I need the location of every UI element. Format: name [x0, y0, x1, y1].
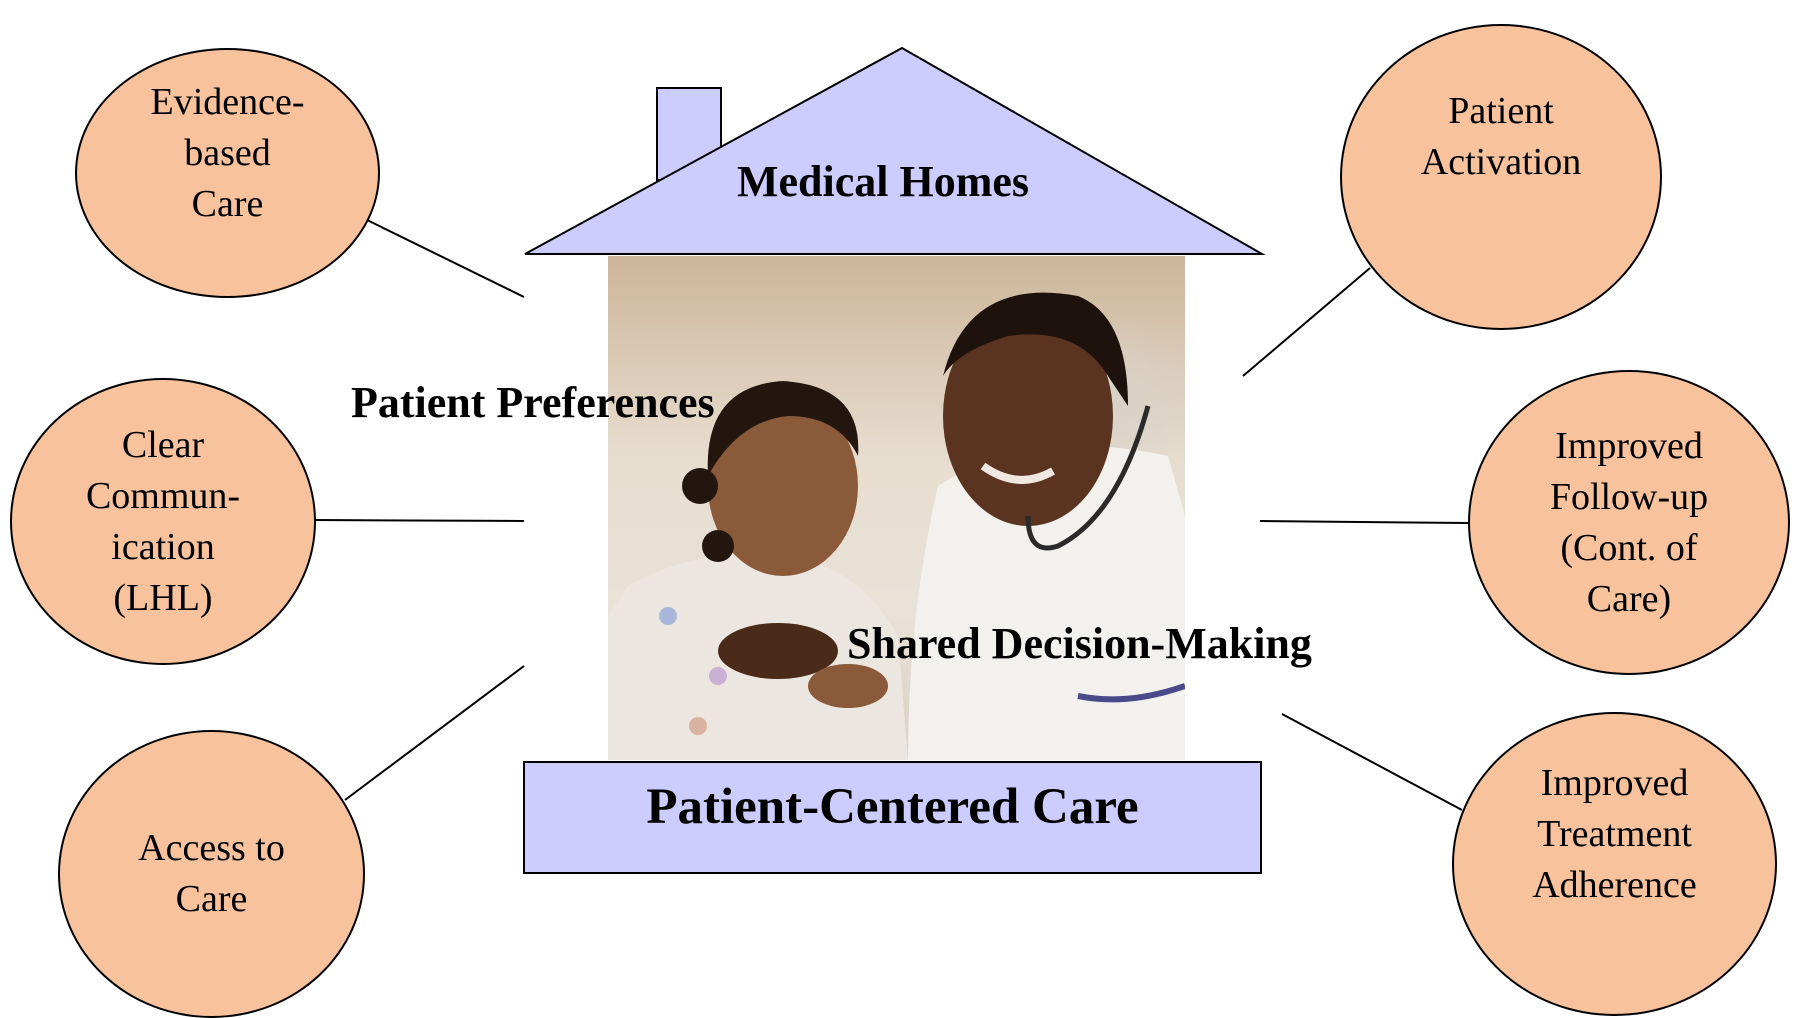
connector-line-adherence: [1281, 713, 1463, 811]
connector-line-communication: [313, 519, 525, 522]
nurse-child-photo: [608, 256, 1185, 760]
circle-patient-activation-text: Patient Activation: [1420, 90, 1582, 183]
circle-improved-treatment-adherence: Improved Treatment Adherence: [1452, 712, 1777, 1016]
base-title: Patient-Centered Care: [646, 779, 1139, 835]
circle-patient-activation: Patient Activation: [1340, 24, 1662, 330]
circle-evidence-based-care: Evidence- based Care: [75, 48, 380, 298]
circle-access-to-care-text: Access to Care: [138, 827, 285, 920]
circle-clear-communication: Clear Commun- ication (LHL): [10, 378, 316, 665]
circle-clear-communication-text: Clear Commun- ication (LHL): [85, 423, 241, 619]
connector-line-followup: [1259, 520, 1469, 524]
shared-decision-making-label: Shared Decision-Making: [847, 619, 1312, 668]
circle-evidence-based-care-text: Evidence- based Care: [150, 80, 305, 225]
circle-improved-treatment-adherence-text: Improved Treatment Adherence: [1532, 761, 1697, 906]
photo-illustration: [608, 292, 1185, 760]
house-roof: [524, 46, 1266, 255]
connector-line-activation: [1242, 267, 1371, 377]
roof-title: Medical Homes: [737, 157, 1030, 206]
circle-access-to-care: Access to Care: [58, 730, 365, 1018]
house-base: [523, 761, 1262, 874]
connector-line-evidence: [362, 217, 525, 298]
circle-improved-follow-up-text: Improved Follow-up (Cont. of Care): [1549, 424, 1709, 620]
patient-preferences-label: Patient Preferences: [351, 378, 715, 427]
circle-improved-follow-up: Improved Follow-up (Cont. of Care): [1468, 370, 1790, 675]
connector-line-access: [344, 665, 525, 801]
